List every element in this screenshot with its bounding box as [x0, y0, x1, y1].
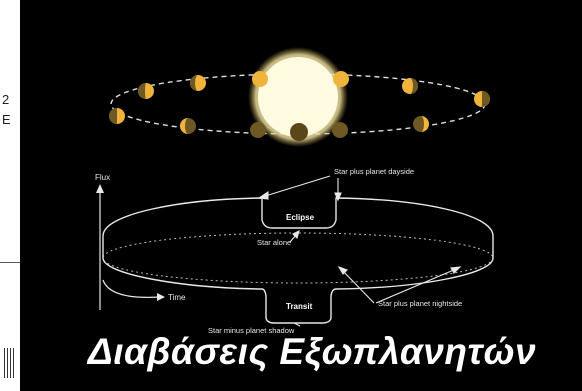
slide-title: Διαβάσεις Εξωπλανητών — [44, 331, 580, 373]
planet-phase — [252, 71, 268, 87]
planet-phase — [333, 71, 349, 87]
star-alone-label: Star alone — [257, 238, 291, 247]
lightcurve-front-solid — [103, 258, 493, 323]
dayside-label: Star plus planet dayside — [334, 167, 414, 176]
planet-phase — [180, 118, 196, 134]
planet-phase — [332, 122, 348, 138]
eclipse-label: Eclipse — [286, 213, 315, 222]
planet-phase — [474, 91, 490, 107]
planet-phase — [290, 123, 308, 141]
nightside-pointer-left — [342, 270, 374, 303]
time-arrow — [103, 280, 160, 297]
transit-label: Transit — [286, 302, 313, 311]
nightside-label: Star plus planet nightside — [378, 299, 462, 308]
lightcurve-back-dotted — [103, 233, 493, 283]
dayside-pointer-left-head — [259, 192, 268, 199]
planet-phase — [250, 122, 266, 138]
planet-phase — [190, 75, 206, 91]
planet-phase — [138, 83, 154, 99]
flux-axis-arrowhead — [96, 184, 104, 193]
planet-phase — [413, 116, 429, 132]
lightcurve-back-solid — [103, 198, 493, 258]
nightside-pointer-right-head — [451, 267, 460, 273]
dayside-pointer-left — [262, 176, 330, 197]
time-label: Time — [168, 293, 186, 302]
time-arrowhead — [157, 293, 165, 301]
planet-phase — [402, 78, 418, 94]
nightside-pointer-left-head — [339, 267, 347, 274]
flux-label: Flux — [95, 173, 110, 182]
planet-phase — [109, 108, 125, 124]
nightside-pointer-right — [376, 269, 456, 303]
